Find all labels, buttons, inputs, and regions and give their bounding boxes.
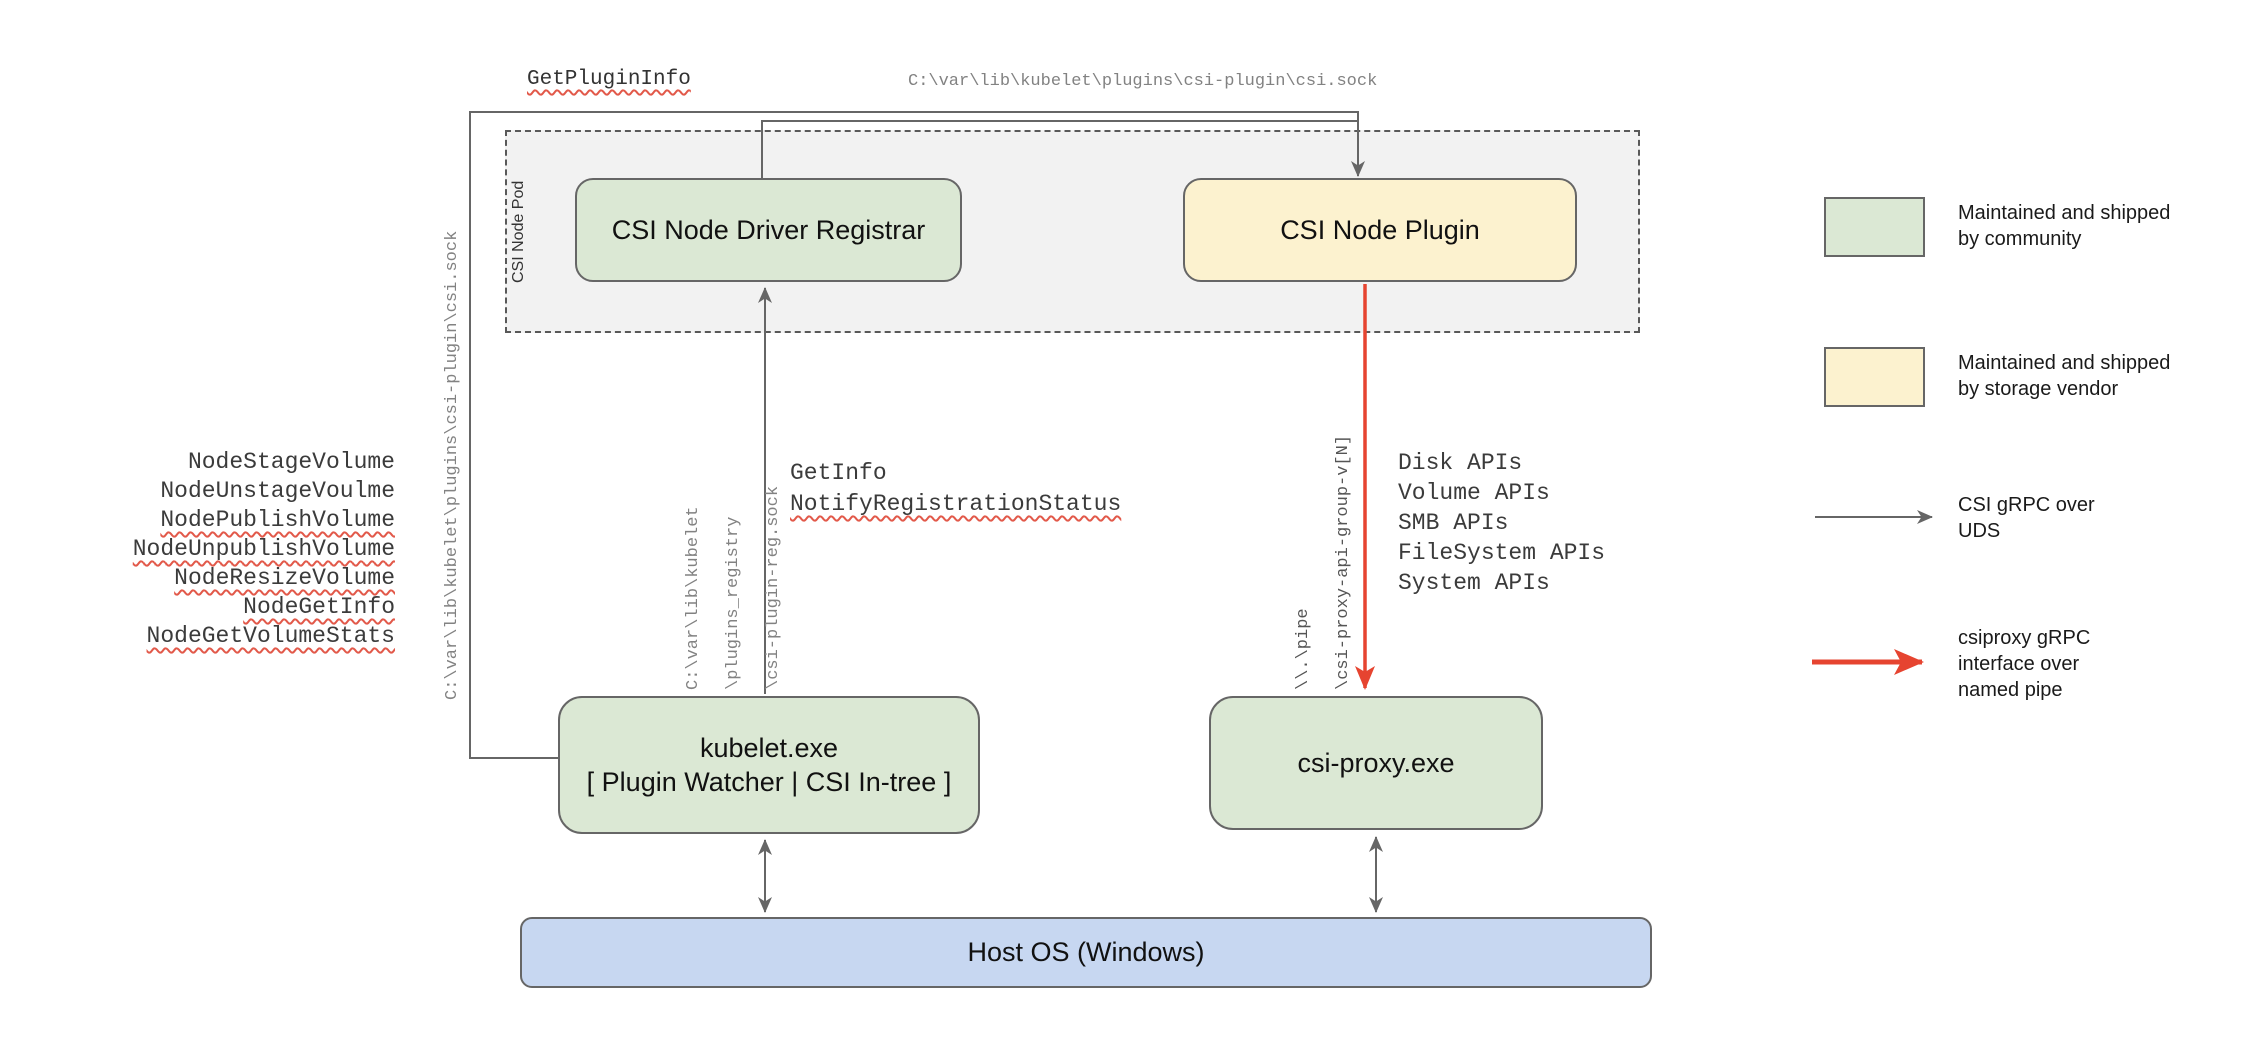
csi-sock-path-top-label: C:\var\lib\kubelet\plugins\csi-plugin\cs…: [908, 72, 1378, 91]
kubelet-label-line2: [ Plugin Watcher | CSI In-tree ]: [586, 767, 952, 797]
kubelet-box: kubelet.exe [ Plugin Watcher | CSI In-tr…: [558, 696, 980, 834]
node-rpc-item: NodeGetInfo: [243, 594, 395, 620]
csi-node-plugin-label: CSI Node Plugin: [1280, 214, 1480, 245]
legend-line: UDS: [1958, 520, 2001, 542]
legend-line: by storage vendor: [1958, 378, 2119, 400]
get-plugin-info-label: GetPluginInfo: [527, 68, 691, 91]
named-pipe-path-vertical-label: \\.\pipe \csi-proxy-api-group-v[N]: [1294, 435, 1354, 690]
node-rpc-item: NodeUnstageVoulme: [160, 478, 395, 504]
kubelet-label-line1: kubelet.exe: [699, 733, 839, 763]
legend-line: Maintained and shipped: [1958, 202, 2171, 224]
proxy-api-item: SMB APIs: [1398, 510, 1509, 536]
edge-kubelet-to-plugin: [469, 111, 1365, 759]
csi-node-driver-registrar-box: CSI Node Driver Registrar: [575, 178, 962, 282]
legend-line: by community: [1958, 228, 2082, 250]
node-rpc-list: NodeStageVolume NodeUnstageVoulme NodePu…: [95, 448, 395, 651]
legend-gray-arrow-label: CSI gRPC over UDS: [1958, 492, 2095, 544]
node-rpc-item: NodeStageVolume: [187, 449, 395, 475]
proxy-api-item: Volume APIs: [1398, 480, 1550, 506]
notify-registration-status-label: NotifyRegistrationStatus: [790, 491, 1122, 517]
legend-community-label: Maintained and shipped by community: [1958, 200, 2170, 252]
csi-proxy-label: csi-proxy.exe: [1297, 747, 1455, 778]
host-os-label: Host OS (Windows): [967, 937, 1205, 967]
legend-line: CSI gRPC over: [1958, 494, 2095, 516]
named-pipe-line: \\.\pipe: [1294, 608, 1313, 690]
legend-line: interface over: [1958, 653, 2080, 675]
legend-line: named pipe: [1958, 679, 2063, 701]
proxy-api-list: Disk APIs Volume APIs SMB APIs FileSyste…: [1398, 448, 1605, 598]
registration-calls: GetInfo NotifyRegistrationStatus: [790, 458, 1121, 520]
legend-red-arrow-label: csiproxy gRPC interface over named pipe: [1958, 625, 2090, 703]
csi-proxy-box: csi-proxy.exe: [1209, 696, 1543, 830]
reg-sock-line: \csi-plugin-reg.sock: [764, 485, 783, 690]
csi-node-plugin-box: CSI Node Plugin: [1183, 178, 1577, 282]
reg-sock-line: \plugins_registry: [724, 516, 743, 690]
legend-community-swatch: [1824, 197, 1925, 257]
legend-line: Maintained and shipped: [1958, 352, 2171, 374]
reg-sock-line: C:\var\lib\kubelet: [684, 506, 703, 690]
named-pipe-line: \csi-proxy-api-group-v[N]: [1334, 434, 1353, 690]
node-rpc-item: NodePublishVolume: [160, 507, 395, 533]
proxy-api-item: System APIs: [1398, 570, 1550, 596]
reg-sock-path-vertical-label: C:\var\lib\kubelet \plugins_registry \cs…: [684, 486, 784, 690]
node-rpc-item: NodeGetVolumeStats: [146, 623, 395, 649]
getinfo-label: GetInfo: [790, 460, 887, 486]
csi-node-driver-registrar-label: CSI Node Driver Registrar: [611, 214, 926, 245]
proxy-api-item: FileSystem APIs: [1398, 540, 1606, 566]
proxy-api-item: Disk APIs: [1398, 450, 1523, 476]
legend-vendor-swatch: [1824, 347, 1925, 407]
csi-sock-path-vertical-label: C:\var\lib\kubelet\plugins\csi-plugin\cs…: [443, 230, 462, 700]
legend-vendor-label: Maintained and shipped by storage vendor: [1958, 350, 2170, 402]
legend-line: csiproxy gRPC: [1958, 627, 2091, 649]
node-rpc-item: NodeResizeVolume: [174, 565, 395, 591]
node-rpc-item: NodeUnpublishVolume: [132, 536, 395, 562]
host-os-box: Host OS (Windows): [520, 917, 1652, 988]
csi-node-pod-label: CSI Node Pod: [510, 180, 527, 283]
edge-registrar-to-plugin: [761, 120, 1357, 178]
